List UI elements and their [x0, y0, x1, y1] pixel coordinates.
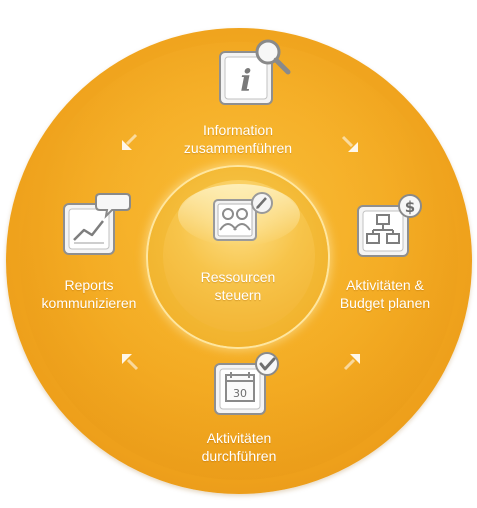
node-top-label: Information zusammenführen: [178, 121, 298, 157]
node-bottom-label: Aktivitäten durchführen: [184, 429, 294, 465]
node-right-label: Aktivitäten & Budget planen: [326, 276, 444, 312]
center-label: Ressourcen steuern: [188, 268, 288, 304]
chart-speech-icon: [62, 190, 132, 260]
info-magnifier-icon: i: [216, 38, 294, 116]
node-bottom-line1: Aktivitäten: [206, 430, 272, 446]
center-label-line1: Ressourcen: [200, 269, 276, 285]
node-left-line2: kommunizieren: [41, 295, 137, 311]
node-bottom-line2: durchführen: [201, 448, 277, 464]
arrow-bottom-left-icon: [122, 354, 139, 371]
arrow-top-left-icon: [122, 133, 138, 150]
node-top-line1: Information: [202, 122, 274, 138]
node-top-line2: zusammenführen: [183, 140, 293, 156]
node-left-line1: Reports: [64, 277, 114, 293]
arrow-bottom-right-icon: [343, 354, 360, 371]
node-right-line2: Budget planen: [339, 295, 431, 311]
calendar-day-text: 30: [233, 387, 247, 400]
node-right-line1: Aktivitäten &: [346, 277, 424, 293]
org-chart-dollar-icon: $: [356, 192, 430, 262]
center-label-line2: steuern: [214, 287, 262, 303]
people-board-icon: [212, 192, 274, 244]
svg-text:i: i: [240, 64, 251, 99]
calendar-check-icon: 30: [213, 350, 285, 420]
node-left-label: Reports kommunizieren: [28, 276, 150, 312]
arrow-top-right-icon: [341, 135, 358, 152]
svg-text:$: $: [405, 198, 415, 216]
